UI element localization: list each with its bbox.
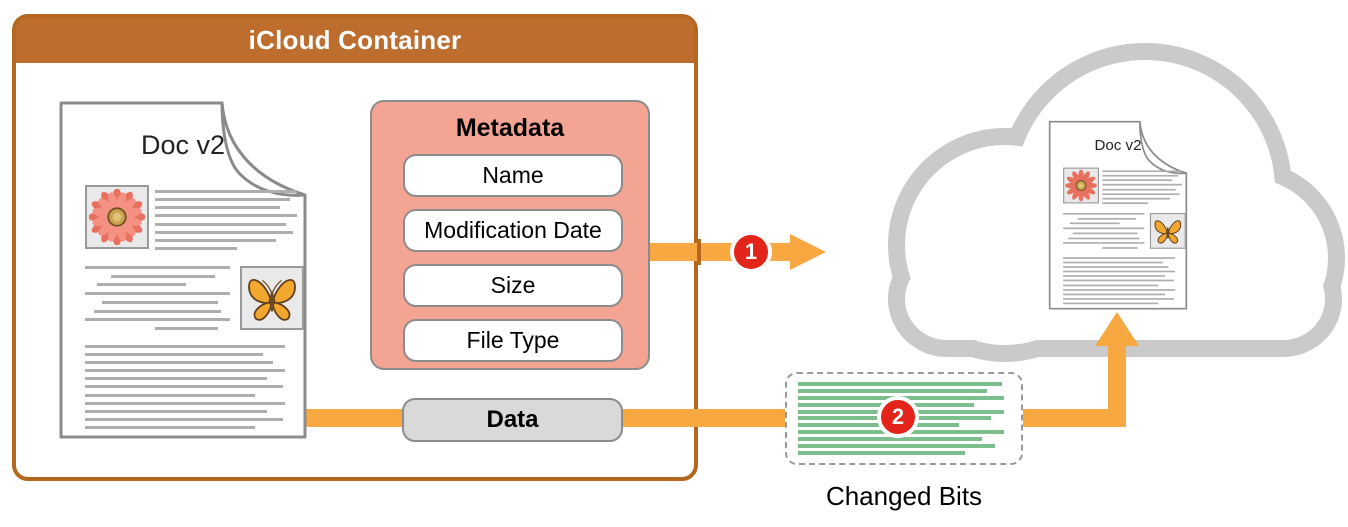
text-line — [798, 437, 983, 442]
text-line — [798, 382, 1002, 386]
text-line — [1102, 170, 1182, 173]
text-line — [1067, 237, 1140, 240]
text-line — [155, 198, 290, 202]
text-line — [85, 266, 230, 269]
text-line — [155, 246, 238, 250]
text-line — [85, 292, 230, 296]
text-line — [1102, 174, 1178, 177]
icloud-container-title: iCloud Container — [16, 18, 694, 63]
text-line — [1063, 242, 1145, 244]
data-pill: Data — [402, 398, 623, 442]
text-line — [1102, 247, 1138, 249]
text-line — [85, 385, 283, 389]
upload-arrowhead-icon — [1095, 312, 1139, 346]
text-line — [1102, 188, 1176, 191]
text-line — [1063, 288, 1176, 291]
metadata-arrowhead-icon — [790, 234, 826, 270]
flower-icon — [89, 189, 145, 245]
flower-photo — [1063, 167, 1099, 204]
text-line — [798, 450, 966, 455]
text-line — [93, 309, 222, 313]
text-line — [1102, 202, 1149, 204]
metadata-field-size: Size — [403, 264, 623, 307]
butterfly-icon — [1154, 220, 1182, 244]
text-line — [1102, 197, 1170, 200]
flower-icon — [1065, 169, 1097, 202]
container-border-crossing — [697, 239, 701, 265]
text-line — [85, 417, 283, 421]
document-title: Doc v2 — [140, 130, 226, 160]
local-document: Doc v2 — [58, 100, 308, 440]
text-line — [85, 409, 267, 413]
butterfly-photo — [1149, 212, 1186, 249]
text-line — [85, 361, 273, 365]
text-line — [1069, 222, 1120, 225]
text-line — [1063, 297, 1174, 300]
text-block-1 — [1102, 170, 1182, 204]
butterfly-icon — [248, 279, 296, 321]
text-block-2 — [1063, 212, 1145, 249]
text-line — [85, 393, 255, 397]
text-line — [96, 283, 187, 287]
metadata-field-modification-date: Modification Date — [403, 209, 623, 252]
text-block-3 — [1063, 257, 1176, 305]
text-line — [1102, 184, 1182, 186]
text-line — [155, 190, 297, 193]
text-line — [1102, 179, 1173, 182]
text-line — [85, 425, 255, 429]
document-title: Doc v2 — [1094, 136, 1142, 154]
data-flow-elbow-horizontal — [1021, 409, 1126, 427]
flower-photo — [85, 185, 149, 249]
metadata-field-name: Name — [403, 154, 623, 197]
text-line — [85, 318, 230, 322]
text-line — [154, 326, 219, 330]
text-line — [85, 377, 267, 381]
text-line — [1063, 261, 1163, 264]
changed-bits-label: Changed Bits — [825, 481, 983, 511]
text-line — [1063, 302, 1159, 305]
text-line — [155, 230, 293, 234]
text-block-1 — [155, 190, 297, 250]
text-line — [1063, 227, 1145, 230]
text-line — [1077, 217, 1137, 220]
text-line — [1102, 193, 1180, 195]
text-line — [111, 274, 216, 278]
text-line — [155, 214, 297, 218]
metadata-box: Metadata Name Modification Date Size Fil… — [370, 100, 650, 370]
text-line — [1063, 293, 1166, 296]
text-line — [155, 206, 280, 210]
metadata-field-file-type: File Type — [403, 319, 623, 362]
text-line — [1072, 232, 1138, 235]
text-line — [155, 238, 276, 242]
text-block-2 — [85, 266, 230, 330]
cloud-document: Doc v2 — [1048, 120, 1188, 310]
cloud-document-wrapper: Doc v2 — [1048, 120, 1188, 310]
text-line — [155, 222, 286, 226]
text-line — [1063, 284, 1159, 287]
text-line — [1063, 279, 1174, 282]
text-line — [85, 401, 285, 405]
text-line — [798, 444, 996, 449]
text-block-3 — [85, 345, 285, 429]
text-line — [85, 369, 285, 373]
text-line — [1063, 275, 1166, 278]
text-line — [798, 388, 987, 393]
butterfly-photo — [240, 266, 304, 330]
data-flow-elbow-vertical — [1108, 344, 1126, 427]
step-2-badge: 2 — [877, 396, 919, 438]
text-line — [1063, 270, 1176, 273]
text-line — [1063, 266, 1169, 268]
step-1-badge: 1 — [730, 231, 772, 273]
metadata-title: Metadata — [455, 114, 565, 142]
text-line — [1063, 212, 1145, 215]
text-line — [85, 353, 263, 357]
text-line — [1063, 257, 1176, 259]
text-line — [85, 345, 285, 348]
text-line — [102, 300, 219, 304]
